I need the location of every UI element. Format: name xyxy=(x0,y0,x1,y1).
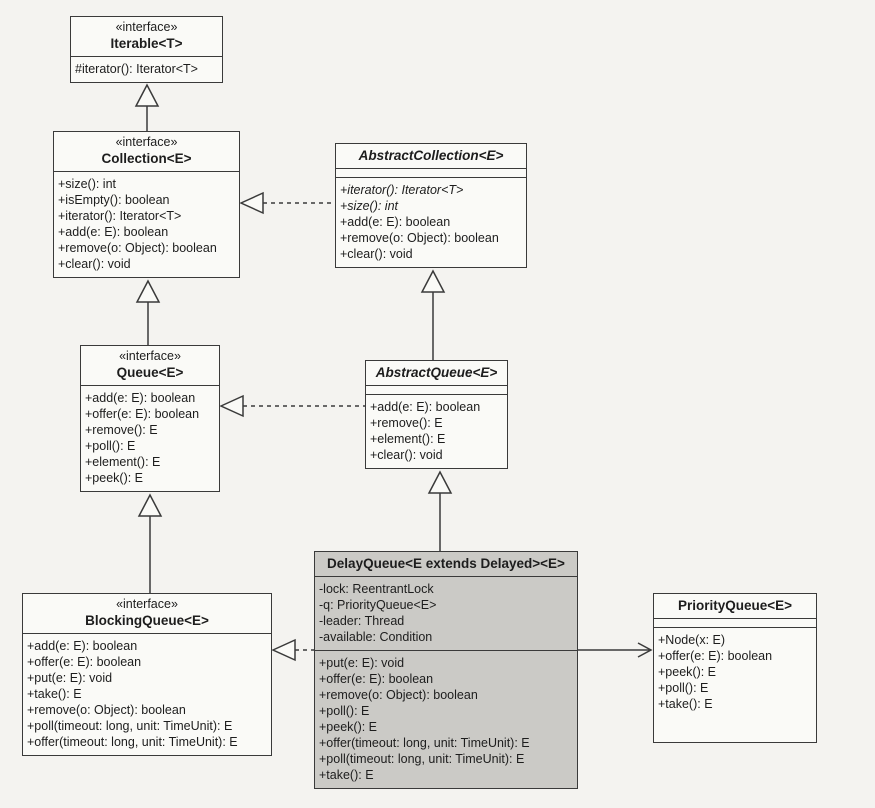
method-row: +take(): E xyxy=(319,768,374,782)
method-row: +Node(x: E) xyxy=(658,633,726,647)
method-row: +remove(o: Object): boolean xyxy=(27,703,186,717)
class-header: AbstractQueue<E> xyxy=(366,361,507,385)
class-header: «interface» Iterable<T> xyxy=(71,17,222,56)
method-row: +poll(): E xyxy=(319,704,370,718)
generalization-blockingqueue-to-queue xyxy=(137,493,163,593)
method-row: +size(): int xyxy=(58,177,117,191)
class-box-queue[interactable]: «interface» Queue<E> +add(e: E): boolean +o… xyxy=(80,345,220,492)
attribute-row: -available: Condition xyxy=(319,630,433,644)
class-box-abstract-collection[interactable]: AbstractCollection<E> +iterator(): Iterat… xyxy=(335,143,527,268)
method-row: +clear(): void xyxy=(370,448,443,462)
method-row: +remove(): E xyxy=(370,416,443,430)
method-row: +add(e: E): boolean xyxy=(27,639,138,653)
generalization-queue-to-collection xyxy=(135,279,161,345)
methods-compartment: +add(e: E): boolean +offer(e: E): boolean… xyxy=(23,633,271,755)
methods-compartment: +add(e: E): boolean +remove(): E +element(… xyxy=(366,394,507,468)
methods-compartment: #iterator(): Iterator<T> xyxy=(71,56,222,82)
class-box-collection[interactable]: «interface» Collection<E> +size(): int +isE… xyxy=(53,131,240,278)
class-stereotype: «interface» xyxy=(116,597,178,611)
class-name: BlockingQueue<E> xyxy=(85,613,209,628)
class-header: «interface» Queue<E> xyxy=(81,346,219,385)
method-row: +peek(): E xyxy=(85,471,144,485)
method-row: +put(e: E): void xyxy=(27,671,113,685)
method-row: +peek(): E xyxy=(319,720,378,734)
class-name: DelayQueue<E extends Delayed><E> xyxy=(327,556,565,571)
attribute-row: -q: PriorityQueue<E> xyxy=(319,598,437,612)
attributes-compartment-empty xyxy=(366,385,507,394)
method-row: +take(): E xyxy=(27,687,82,701)
method-row: +poll(): E xyxy=(85,439,136,453)
class-header: «interface» BlockingQueue<E> xyxy=(23,594,271,633)
method-row: +put(e: E): void xyxy=(319,656,405,670)
methods-compartment: +iterator(): Iterator<T> +size(): int +add… xyxy=(336,177,526,267)
method-row: +add(e: E): boolean xyxy=(85,391,196,405)
attributes-compartment-empty xyxy=(336,168,526,177)
class-header: AbstractCollection<E> xyxy=(336,144,526,168)
method-row: +remove(o: Object): boolean xyxy=(340,231,499,245)
realization-delayqueue-to-blockingqueue xyxy=(271,638,314,662)
class-box-delay-queue[interactable]: DelayQueue<E extends Delayed><E> -lock: R… xyxy=(314,551,578,789)
method-row: +size(): int xyxy=(340,199,399,213)
methods-compartment: +size(): int +isEmpty(): boolean +iterator… xyxy=(54,171,239,277)
method-row: +clear(): void xyxy=(58,257,131,271)
class-name: AbstractQueue<E> xyxy=(375,365,498,380)
generalization-abstractqueue-to-abstractcollection xyxy=(420,269,446,360)
method-row: +element(): E xyxy=(85,455,161,469)
generalization-collection-to-iterable xyxy=(134,83,160,131)
attributes-compartment: -lock: ReentrantLock -q: PriorityQueue<E>… xyxy=(315,576,577,650)
method-row: +add(e: E): boolean xyxy=(370,400,481,414)
attributes-compartment-empty xyxy=(654,618,816,627)
method-row: +offer(e: E): boolean xyxy=(319,672,434,686)
association-delayqueue-to-priorityqueue xyxy=(578,642,653,658)
method-row: +add(e: E): boolean xyxy=(340,215,451,229)
class-name: PriorityQueue<E> xyxy=(677,598,793,613)
method-row: +offer(e: E): boolean xyxy=(27,655,142,669)
method-row: +clear(): void xyxy=(340,247,413,261)
method-row: +peek(): E xyxy=(658,665,717,679)
method-row: +poll(timeout: long, unit: TimeUnit): E xyxy=(319,752,525,766)
method-row: +offer(timeout: long, unit: TimeUnit): E xyxy=(27,735,238,749)
methods-compartment: +put(e: E): void +offer(e: E): boolean +re… xyxy=(315,650,577,788)
class-name: Iterable<T> xyxy=(110,36,183,51)
realization-abstractcollection-to-collection xyxy=(239,191,335,215)
method-row: +poll(timeout: long, unit: TimeUnit): E xyxy=(27,719,233,733)
methods-compartment: +add(e: E): boolean +offer(e: E): boolean… xyxy=(81,385,219,491)
method-row: +poll(): E xyxy=(658,681,709,695)
method-row: +remove(o: Object): boolean xyxy=(319,688,478,702)
class-header: «interface» Collection<E> xyxy=(54,132,239,171)
method-row: +offer(e: E): boolean xyxy=(658,649,773,663)
method-row: #iterator(): Iterator<T> xyxy=(75,62,198,76)
method-row: +offer(e: E): boolean xyxy=(85,407,200,421)
method-row: +iterator(): Iterator<T> xyxy=(58,209,182,223)
class-name: Queue<E> xyxy=(116,365,184,380)
class-name: Collection<E> xyxy=(101,151,192,166)
class-stereotype: «interface» xyxy=(115,135,178,149)
method-row: +remove(o: Object): boolean xyxy=(58,241,217,255)
class-stereotype: «interface» xyxy=(115,20,178,34)
class-box-abstract-queue[interactable]: AbstractQueue<E> +add(e: E): boolean +remo… xyxy=(365,360,508,469)
class-box-priority-queue[interactable]: PriorityQueue<E> +Node(x: E) +offer(e: E):… xyxy=(653,593,817,743)
method-row: +remove(): E xyxy=(85,423,158,437)
method-row: +add(e: E): boolean xyxy=(58,225,169,239)
methods-compartment: +Node(x: E) +offer(e: E): boolean +peek():… xyxy=(654,627,816,742)
class-header: PriorityQueue<E> xyxy=(654,594,816,618)
method-row: +take(): E xyxy=(658,697,713,711)
attribute-row: -lock: ReentrantLock xyxy=(319,582,434,596)
class-header: DelayQueue<E extends Delayed><E> xyxy=(315,552,577,576)
class-box-blocking-queue[interactable]: «interface» BlockingQueue<E> +add(e: E): b… xyxy=(22,593,272,756)
class-box-iterable[interactable]: «interface» Iterable<T> #iterator(): Itera… xyxy=(70,16,223,83)
realization-abstractqueue-to-queue xyxy=(219,394,365,418)
method-row: +iterator(): Iterator<T> xyxy=(340,183,464,197)
class-name: AbstractCollection<E> xyxy=(358,148,504,163)
method-row: +element(): E xyxy=(370,432,446,446)
generalization-delayqueue-to-abstractqueue xyxy=(427,470,453,551)
attribute-row: -leader: Thread xyxy=(319,614,405,628)
method-row: +offer(timeout: long, unit: TimeUnit): E xyxy=(319,736,530,750)
method-row: +isEmpty(): boolean xyxy=(58,193,170,207)
class-stereotype: «interface» xyxy=(119,349,181,363)
